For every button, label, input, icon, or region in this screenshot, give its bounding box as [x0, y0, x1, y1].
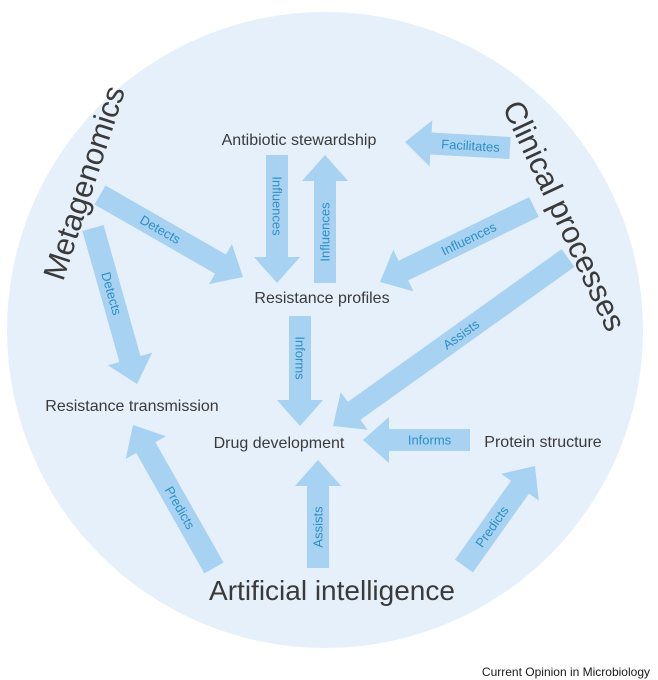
arrow-metagenomics-to-profiles [94, 185, 243, 285]
arrow-label-protein-to-drug: Informs [408, 433, 452, 448]
node-resistance-transmission: Resistance transmission [45, 398, 218, 415]
arrow-label-profiles-to-drug: Informs [293, 336, 308, 380]
arrow-profiles-to-drug [276, 316, 324, 426]
node-drug-development: Drug development [214, 435, 345, 452]
source-credit: Current Opinion in Microbiology [482, 665, 650, 679]
arrow-stewardship-to-profiles [253, 155, 301, 283]
arrow-profiles-to-stewardship [301, 155, 349, 283]
arrow-label-stewardship-to-profiles: Influences [270, 176, 285, 236]
node-protein-structure: Protein structure [484, 434, 601, 451]
arrow-label-ai-to-drug: Assists [311, 506, 326, 548]
arrow-ai-to-drug [294, 460, 342, 568]
arrow-protein-to-drug [363, 416, 470, 464]
artificial-intelligence-label: Artificial intelligence [209, 575, 455, 606]
arrow-metagenomics-to-transmission [82, 225, 153, 384]
arrow-label-clinical-to-stewardship: Facilitates [441, 137, 501, 155]
node-antibiotic-stewardship: Antibiotic stewardship [222, 132, 377, 149]
arrow-clinical-to-profiles [380, 197, 539, 292]
arrow-ai-to-transmission [125, 425, 224, 574]
arrow-clinical-to-stewardship [405, 120, 511, 167]
arrow-label-profiles-to-stewardship: Influences [318, 202, 333, 262]
arrow-ai-to-protein [455, 466, 539, 573]
arrow-clinical-to-drug [333, 249, 575, 430]
node-resistance-profiles: Resistance profiles [254, 290, 389, 307]
